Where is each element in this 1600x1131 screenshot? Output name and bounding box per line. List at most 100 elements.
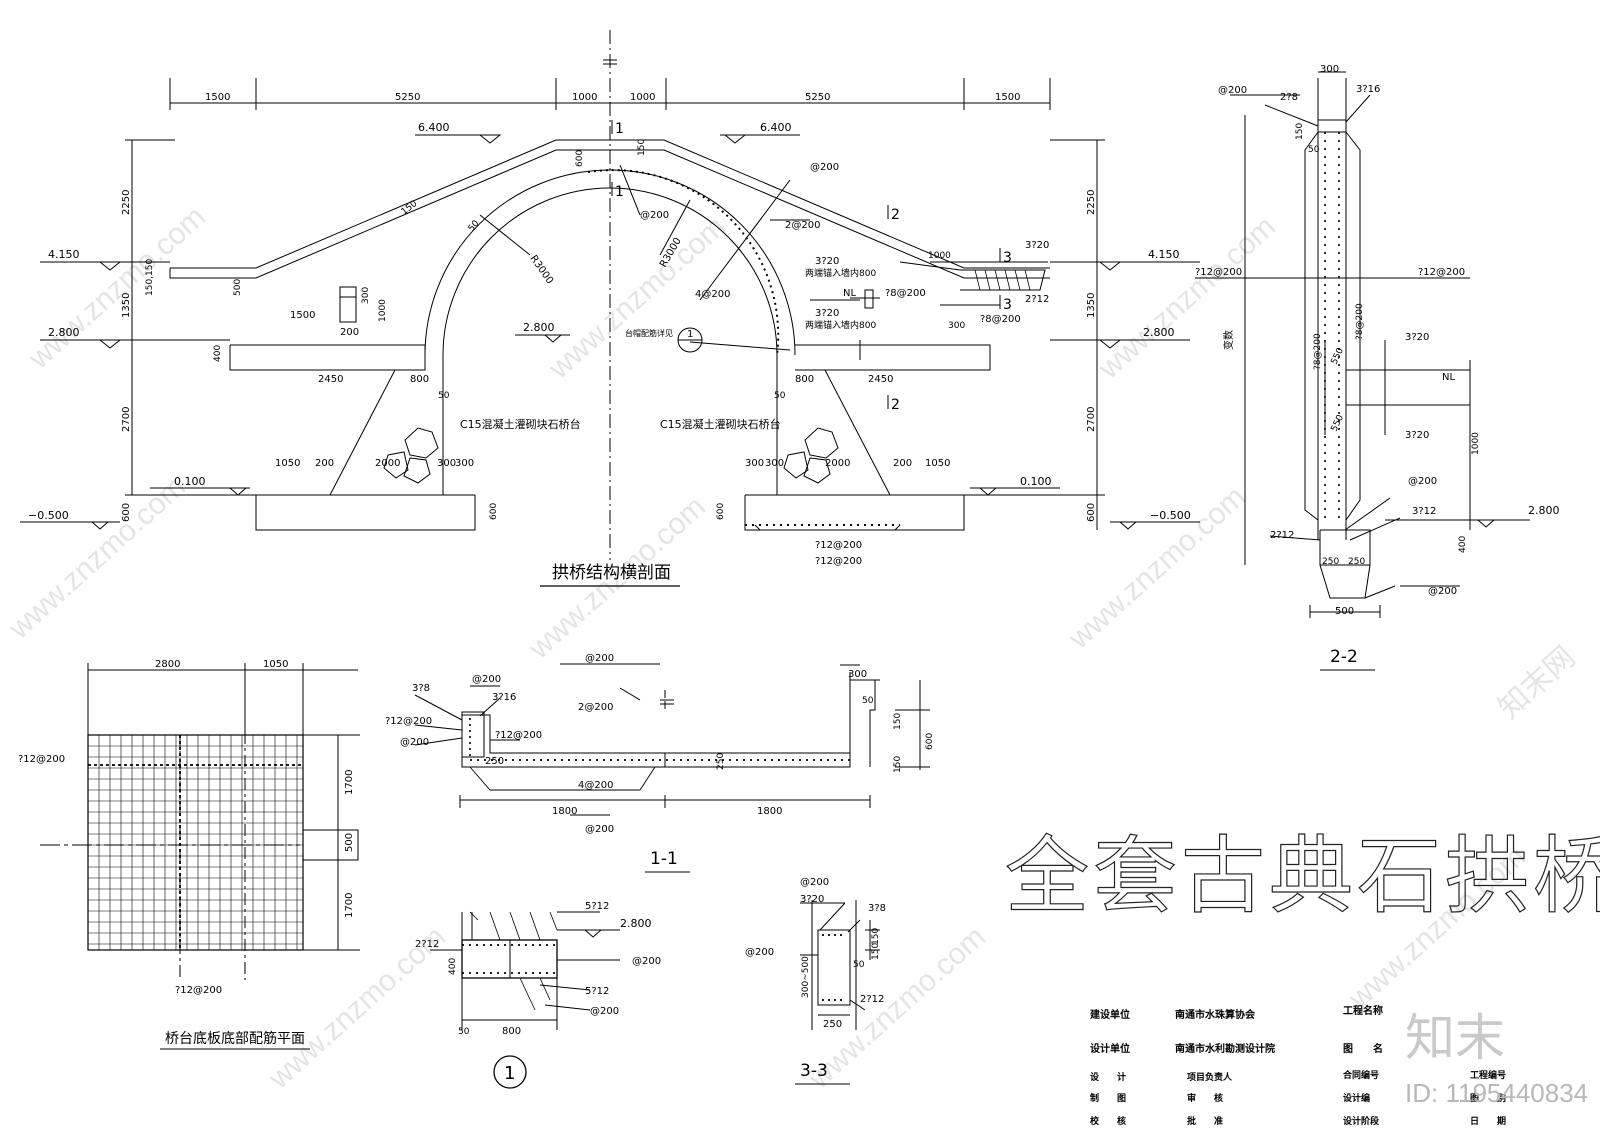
dim-label: 250 [485, 756, 504, 767]
rebar-label: 3?20 [800, 894, 824, 905]
dim-label: 300 [361, 287, 371, 304]
dim-label: 2250 [121, 190, 132, 215]
brand-logo: 知末 [1405, 1009, 1505, 1067]
elevation-label: −0.500 [1150, 509, 1191, 522]
rebar-label: 5?12 [585, 901, 609, 912]
material-note: C15混凝土灌砌块石桥台 [460, 417, 581, 431]
rebar-label: @200 [640, 210, 669, 221]
dim-label: 250 [1322, 557, 1339, 567]
rebar-label: @200 [585, 653, 614, 664]
rebar-label: ?12@200 [1195, 267, 1242, 278]
title-block-label: 合同编号 [1343, 1069, 1379, 1081]
dim-label: 2250 [1086, 190, 1097, 215]
dim-label: 150,150 [145, 259, 155, 296]
dim-label: 2800 [155, 659, 180, 670]
section-3-3-text: @200 3?20 3?8 150 150 @200 50 300~500 2?… [745, 877, 886, 1081]
title-block-label: 图 名 [1343, 1042, 1383, 1055]
dim-label: 500 [233, 279, 243, 296]
dim-label: 1000 [630, 92, 655, 103]
dim-label: 50 [862, 696, 874, 706]
rebar-label: 3?8 [868, 903, 886, 914]
dim-label: 250 [823, 1019, 842, 1030]
elevation-label: −0.500 [28, 509, 69, 522]
dim-label: 600 [925, 733, 935, 750]
anchor-note: 两端锚入墙内800 [805, 319, 876, 331]
dim-label: 600 [489, 503, 499, 520]
dim-label: 5250 [805, 92, 830, 103]
dim-label: 1000 [572, 92, 597, 103]
view-title: 桥台底板底部配筋平面 [165, 1030, 305, 1047]
rebar-label: @200 [400, 737, 429, 748]
dim-label: 1050 [275, 458, 300, 469]
rebar-label: 3?16 [492, 692, 516, 703]
dim-label: 1500 [290, 310, 315, 321]
rebar-label: @200 [1428, 586, 1457, 597]
dim-label: 200 [315, 458, 334, 469]
rebar-label: 2?12 [415, 939, 439, 950]
section-mark: 3 [1003, 297, 1012, 313]
title-block-label: 批 准 [1187, 1115, 1223, 1127]
drawing-big-title: 全套古典石拱桥 [1005, 827, 1600, 925]
title-block-label: 设 计 [1090, 1071, 1126, 1083]
view-title: 3-3 [800, 1061, 828, 1081]
dim-label: 1800 [552, 806, 577, 817]
rebar-label: 3?20 [815, 308, 839, 319]
rebar-label: 4@200 [695, 289, 730, 300]
title-block-value: 南通市水珠算协会 [1175, 1008, 1255, 1021]
rebar-label: 3?20 [1405, 332, 1429, 343]
section-2-2-text: 300 @200 2?8 3?16 150 50 ?12@200 ?12@200… [1195, 64, 1560, 667]
view-title: 拱桥结构横剖面 [552, 563, 671, 583]
view-title: 1-1 [650, 849, 678, 869]
detail-ref-number: 1 [504, 1063, 515, 1084]
dim-label: 1500 [205, 92, 230, 103]
dim-label: 1700 [344, 770, 355, 795]
detail-1 [430, 911, 620, 1089]
dim-label: 1700 [344, 893, 355, 918]
elevation-label: 6.400 [760, 121, 792, 134]
rebar-label: ?8@200 [1355, 303, 1365, 340]
dim-label: 1500 [995, 92, 1020, 103]
dim-label: 1050 [263, 659, 288, 670]
plan-rebar-grid [88, 735, 303, 950]
elevation-label: 4.150 [1148, 248, 1180, 261]
dim-label: 1050 [925, 458, 950, 469]
title-block: 建设单位 南通市水珠算协会 工程名称 设计单位 南通市水利勘测设计院 图 名 设… [1089, 1004, 1506, 1127]
rebar-label: ?12@200 [385, 716, 432, 727]
rebar-label: 2?12 [1270, 530, 1294, 541]
title-block-label: 日 期 [1470, 1115, 1506, 1127]
dim-label: 300 [948, 321, 965, 331]
section-mark: 1 [615, 184, 624, 200]
image-id: ID: 1195440834 [1405, 1078, 1588, 1108]
title-block-label: 建设单位 [1089, 1008, 1130, 1021]
rebar-label: 3?8 [412, 683, 430, 694]
dim-label: 1000 [928, 251, 951, 261]
rebar-label: @200 [810, 162, 839, 173]
dim-label: 300~500 [801, 956, 811, 998]
dim-label: 500 [344, 833, 355, 852]
section-mark: 2 [891, 207, 900, 223]
anchor-note: 两端锚入墙内800 [805, 267, 876, 279]
rebar-label: 3?20 [1405, 430, 1429, 441]
rebar-label: 3?20 [1025, 240, 1049, 251]
dim-label: 1350 [121, 293, 132, 318]
detail-1-text: 5?12 2.800 2?12 @200 400 5?12 @200 50 80… [415, 901, 661, 1084]
dim-label: 400 [448, 958, 458, 975]
dim-label: 2450 [318, 374, 343, 385]
section-1-1 [414, 663, 930, 816]
dim-label: 1350 [1086, 293, 1097, 318]
dim-label: 300 [455, 458, 474, 469]
dim-label: 400 [1458, 536, 1468, 553]
dim-label: 50 [458, 1027, 470, 1037]
title-block-label: 工程编号 [1470, 1069, 1506, 1081]
rebar-label: @200 [585, 824, 614, 835]
title-block-label: 设计阶段 [1343, 1115, 1380, 1127]
rebar-label: ?12@200 [18, 754, 65, 765]
stone-icon [383, 427, 439, 484]
title-block-label: 校 核 [1090, 1115, 1126, 1127]
rebar-label: @200 [1218, 85, 1247, 96]
section-mark: 3 [1003, 250, 1012, 266]
rebar-label: 5?12 [585, 986, 609, 997]
dim-label: 5250 [395, 92, 420, 103]
material-note: C15混凝土灌砌块石桥台 [660, 417, 781, 431]
nl-label: NL [1442, 372, 1455, 383]
